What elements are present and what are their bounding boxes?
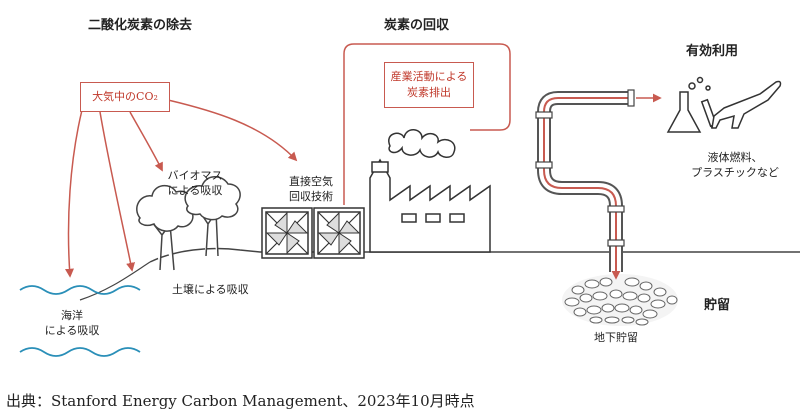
underground-label: 地下貯留 bbox=[594, 331, 638, 344]
biomass-label: バイオマス による吸収 bbox=[160, 168, 230, 198]
heading-utilization: 有効利用 bbox=[686, 44, 739, 59]
heading-capture: 炭素の回収 bbox=[384, 18, 450, 33]
source-note: 出典：Stanford Energy Carbon Management、202… bbox=[6, 392, 475, 410]
products-label-line2: プラスチックなど bbox=[691, 166, 779, 179]
flask-icon bbox=[666, 76, 718, 133]
wave-bottom-icon bbox=[19, 347, 141, 357]
industry-label-line1: 産業活動による bbox=[390, 70, 468, 83]
heading-removal: 二酸化炭素の除去 bbox=[88, 18, 193, 33]
wave-top-icon bbox=[19, 285, 141, 295]
atmosphere-co2-box: 大気中のCO₂ bbox=[80, 82, 170, 112]
dac-label: 直接空気 回収技術 bbox=[276, 174, 346, 204]
pipeline bbox=[535, 89, 635, 272]
industry-emissions-box: 産業活動による 炭素排出 bbox=[384, 62, 474, 108]
dac-label-line1: 直接空気 bbox=[289, 175, 333, 188]
biomass-label-line2: による吸収 bbox=[167, 184, 223, 197]
heading-storage: 貯留 bbox=[704, 298, 731, 313]
tree-right-icon bbox=[184, 176, 241, 257]
factory-icon bbox=[369, 129, 491, 253]
rock-formation-icon bbox=[562, 274, 678, 326]
atmosphere-co2-label: 大気中のCO₂ bbox=[92, 90, 158, 103]
soil-label: 土壌による吸収 bbox=[172, 283, 249, 296]
flow-arrows bbox=[64, 93, 662, 280]
ocean-label-line1: 海洋 bbox=[61, 309, 83, 322]
dac-unit-icon bbox=[261, 207, 365, 259]
products-label: 液体燃料、 プラスチックなど bbox=[680, 150, 790, 180]
dac-label-line2: 回収技術 bbox=[289, 190, 333, 203]
ocean-label-line2: による吸収 bbox=[44, 324, 100, 337]
biomass-label-line1: バイオマス bbox=[167, 169, 223, 182]
products-label-line1: 液体燃料、 bbox=[707, 151, 763, 164]
ocean-label: 海洋 による吸収 bbox=[40, 308, 104, 338]
airplane-icon bbox=[711, 80, 782, 129]
tree-left-icon bbox=[136, 184, 194, 271]
shore-slope bbox=[79, 261, 151, 301]
capture-loop bbox=[343, 43, 511, 205]
industry-label-line2: 炭素排出 bbox=[407, 86, 451, 99]
